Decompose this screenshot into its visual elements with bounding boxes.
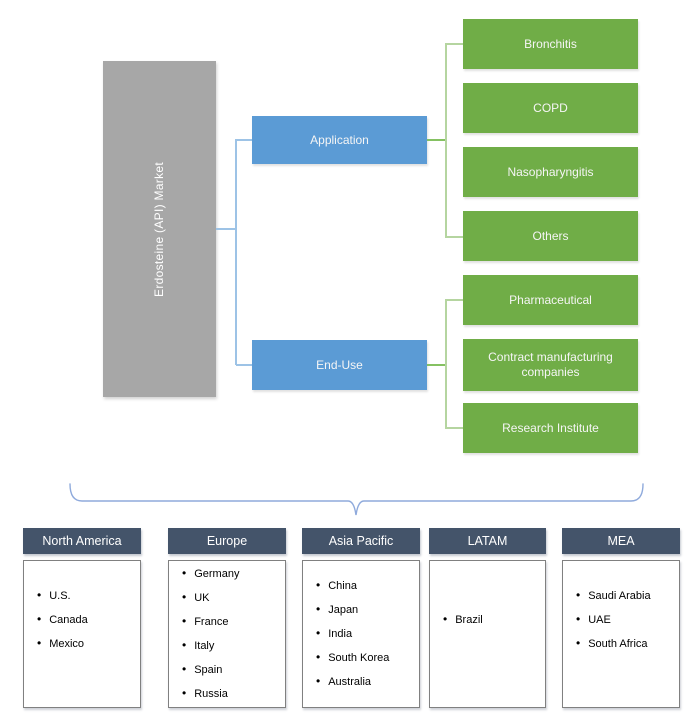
country-item: Saudi Arabia: [576, 584, 675, 608]
child-node-research-institute: Research Institute: [463, 403, 638, 453]
country-item: South Korea: [316, 646, 415, 670]
child-node-others: Others: [463, 211, 638, 261]
connector-application-out: [427, 139, 445, 141]
child-node-bronchitis: Bronchitis: [463, 19, 638, 69]
country-item: Brazil: [443, 608, 541, 632]
country-item: UAE: [576, 608, 675, 632]
connector-to-end-use: [236, 364, 252, 366]
root-market-label: Erdosteine (API) Market: [152, 161, 166, 297]
curly-brace: [69, 483, 644, 516]
country-item: Canada: [37, 608, 136, 632]
connector-end-use-vertical: [445, 299, 447, 429]
country-item: Italy: [182, 634, 281, 658]
connector-to-bronchitis: [446, 43, 463, 45]
country-item: France: [182, 610, 281, 634]
region-header-north-america: North America: [23, 528, 141, 554]
connector-application-vertical: [445, 43, 447, 238]
region-header-mea: MEA: [562, 528, 680, 554]
connector-root-trunk: [216, 228, 235, 230]
country-item: Germany: [182, 562, 281, 586]
country-item: Japan: [316, 598, 415, 622]
connector-to-others: [446, 236, 463, 238]
country-item: Australia: [316, 670, 415, 694]
region-list-mea: Saudi Arabia UAE South Africa: [562, 560, 680, 708]
connector-to-research-institute: [446, 427, 463, 429]
region-header-asia-pacific: Asia Pacific: [302, 528, 420, 554]
child-node-copd: COPD: [463, 83, 638, 133]
country-item: Spain: [182, 658, 281, 682]
region-list-north-america: U.S. Canada Mexico: [23, 560, 141, 708]
region-list-asia-pacific: China Japan India South Korea Australia: [302, 560, 420, 708]
segment-node-end-use: End-Use: [252, 340, 427, 390]
child-node-nasopharyngitis: Nasopharyngitis: [463, 147, 638, 197]
root-market-node: Erdosteine (API) Market: [103, 61, 216, 397]
country-item: Russia: [182, 682, 281, 706]
country-item: UK: [182, 586, 281, 610]
connector-to-application: [236, 139, 252, 141]
connector-to-pharmaceutical: [446, 299, 463, 301]
country-item: China: [316, 574, 415, 598]
child-node-contract-manufacturing: Contract manufacturing companies: [463, 339, 638, 391]
child-node-pharmaceutical: Pharmaceutical: [463, 275, 638, 325]
country-item: South Africa: [576, 632, 675, 656]
segment-node-application: Application: [252, 116, 427, 164]
region-header-europe: Europe: [168, 528, 286, 554]
region-list-latam: Brazil: [429, 560, 546, 708]
country-item: Mexico: [37, 632, 136, 656]
country-item: U.S.: [37, 584, 136, 608]
region-list-europe: Germany UK France Italy Spain Russia: [168, 560, 286, 708]
country-item: India: [316, 622, 415, 646]
connector-end-use-out: [427, 364, 445, 366]
connector-segments-vertical: [235, 139, 237, 365]
region-header-latam: LATAM: [429, 528, 546, 554]
